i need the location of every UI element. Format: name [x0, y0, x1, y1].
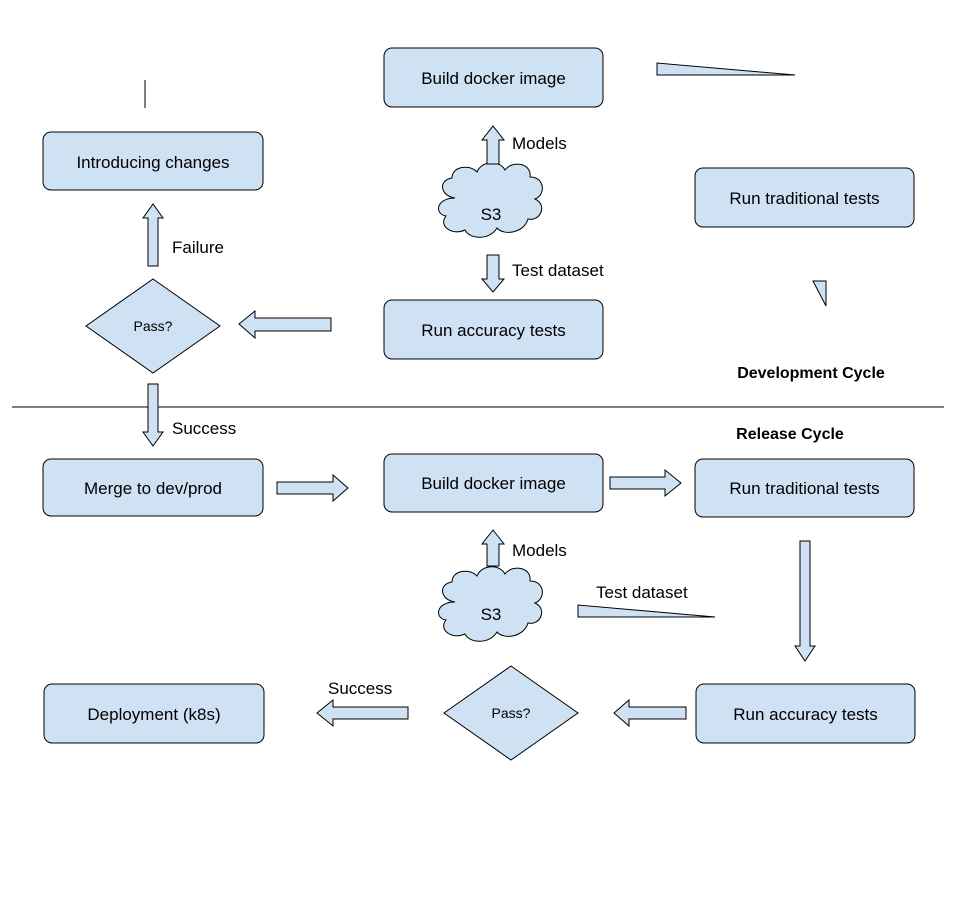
release-cycle-title: Release Cycle — [736, 426, 844, 443]
s3-label-release: S3 — [481, 605, 502, 624]
arrow-accuracy-to-pass-dev — [238, 309, 332, 340]
merge-box: Merge to dev/prod — [42, 458, 264, 517]
success-label-dev: Success — [172, 419, 236, 438]
pass-label-dev: Pass? — [134, 318, 173, 334]
success-arrow-down-dev — [142, 383, 164, 447]
models-label-release: Models — [512, 541, 567, 560]
introducing-changes-box: Introducing changes — [42, 131, 264, 191]
failure-label: Failure — [172, 238, 224, 257]
curved-arrow-build-to-traditional — [656, 62, 796, 76]
arrow-accuracy-to-pass-release — [613, 698, 687, 728]
run-accuracy-tests-label-dev: Run accuracy tests — [421, 321, 566, 340]
build-docker-image-box-release: Build docker image — [383, 453, 604, 513]
arrow-merge-to-build — [276, 473, 349, 503]
run-traditional-tests-box-release: Run traditional tests — [694, 458, 915, 518]
test-dataset-curved-arrow-release — [577, 604, 716, 618]
development-cycle-title: Development Cycle — [737, 365, 885, 382]
run-traditional-tests-box-dev: Run traditional tests — [694, 167, 915, 228]
build-docker-image-box-dev: Build docker image — [383, 47, 604, 108]
build-docker-image-label-release: Build docker image — [421, 474, 566, 493]
models-label-dev: Models — [512, 134, 567, 153]
curved-arrow-traditional-to-accuracy — [812, 280, 827, 307]
test-dataset-arrow-down-dev — [480, 254, 506, 293]
deployment-label: Deployment (k8s) — [87, 705, 220, 724]
run-traditional-tests-label-release: Run traditional tests — [729, 479, 879, 498]
run-accuracy-tests-box-release: Run accuracy tests — [695, 683, 916, 744]
pass-decision-dev: Pass? — [85, 278, 221, 374]
failure-arrow-up — [142, 203, 164, 267]
s3-cloud-release: S3 — [438, 566, 543, 642]
introducing-changes-label: Introducing changes — [76, 153, 229, 172]
run-traditional-tests-label-dev: Run traditional tests — [729, 189, 879, 208]
success-label-release: Success — [328, 679, 392, 698]
pass-decision-release: Pass? — [443, 665, 579, 761]
build-docker-image-label-dev: Build docker image — [421, 69, 566, 88]
arrow-traditional-to-accuracy — [794, 540, 816, 662]
pass-label-release: Pass? — [492, 705, 531, 721]
test-dataset-label-dev: Test dataset — [512, 261, 604, 280]
test-dataset-label-release: Test dataset — [596, 583, 688, 602]
merge-label: Merge to dev/prod — [84, 479, 222, 498]
s3-label-dev: S3 — [481, 205, 502, 224]
models-arrow-up-release — [480, 529, 506, 567]
deployment-box: Deployment (k8s) — [43, 683, 265, 744]
run-accuracy-tests-label-release: Run accuracy tests — [733, 705, 878, 724]
s3-cloud-dev: S3 — [438, 162, 543, 238]
models-arrow-up-dev — [480, 125, 506, 165]
run-accuracy-tests-box-dev: Run accuracy tests — [383, 299, 604, 360]
arrow-build-to-traditional — [609, 468, 682, 498]
success-arrow-left-release — [316, 698, 409, 728]
